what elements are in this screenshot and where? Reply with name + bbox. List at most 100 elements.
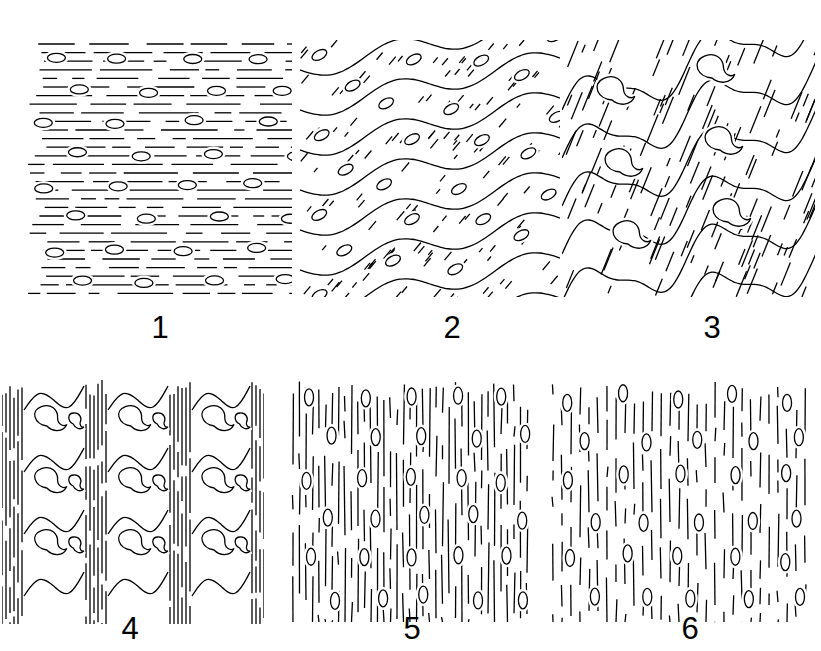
mineral-grain [642, 434, 651, 451]
cleavage-line [654, 217, 659, 230]
cleavage-line [21, 550, 22, 616]
cleavage-line [487, 431, 489, 471]
cleavage-line [102, 258, 139, 259]
cleavage-line [806, 100, 815, 121]
cleavage-line [389, 397, 391, 418]
cleavage-line [239, 112, 281, 113]
mineral-grain [379, 590, 388, 607]
cleavage-line [97, 547, 98, 622]
cleavage-line [402, 163, 409, 172]
cleavage-line [690, 162, 699, 184]
cleavage-line [444, 252, 451, 260]
cleavage-line [487, 292, 493, 297]
cleavage-line [487, 391, 488, 417]
mineral-grain [407, 388, 416, 405]
cleavage-line [173, 138, 186, 139]
cleavage-line [483, 171, 489, 178]
mineral-grain [731, 467, 740, 484]
cleavage-line [348, 155, 354, 162]
cleavage-line [181, 388, 182, 465]
fold-line [300, 53, 560, 115]
cleavage-line [338, 462, 340, 524]
cleavage-line [688, 95, 694, 111]
cleavage-line [2, 432, 3, 508]
cleavage-line [317, 615, 319, 622]
cleavage-line [299, 525, 300, 594]
cleavage-line [145, 147, 175, 148]
cleavage-line [656, 40, 664, 58]
cleavage-line [768, 527, 770, 568]
cleavage-line [654, 99, 661, 115]
cleavage-line [181, 477, 182, 501]
cleavage-line [707, 86, 715, 106]
cleavage-line [377, 52, 383, 59]
cleavage-line [17, 598, 18, 624]
cleavage-line [571, 92, 582, 119]
cleavage-line [558, 147, 560, 154]
panel-drawing [2, 380, 264, 624]
cleavage-line [151, 258, 175, 259]
cleavage-line [585, 184, 594, 207]
cleavage-line [291, 147, 292, 148]
cleavage-line [741, 621, 742, 622]
cleavage-line [30, 172, 44, 173]
cleavage-line [101, 380, 102, 445]
cleavage-line [338, 387, 340, 436]
mineral-grain [446, 262, 464, 277]
panel-drawing [28, 44, 292, 293]
cleavage-line [633, 504, 635, 515]
cleavage-line [493, 560, 495, 622]
cleavage-line [255, 530, 256, 560]
cleavage-line [45, 207, 69, 208]
cleavage-line [233, 207, 292, 208]
cleavage-line [416, 485, 417, 553]
cleavage-line [85, 515, 86, 558]
cleavage-line [185, 388, 186, 466]
cleavage-line [392, 133, 399, 141]
cleavage-line [597, 166, 600, 174]
mineral-grain [590, 588, 599, 605]
cleavage-line [234, 129, 244, 130]
cleavage-line [322, 245, 326, 250]
cleavage-line [245, 198, 292, 199]
cleavage-line [753, 235, 758, 247]
cleavage-line [615, 501, 617, 527]
cleavage-line [428, 130, 435, 138]
mineral-grain [728, 385, 737, 402]
cleavage-line [359, 71, 365, 79]
cleavage-line [266, 233, 292, 234]
cleavage-line [205, 69, 219, 70]
cleavage-line [236, 78, 283, 79]
cleavage-line [251, 509, 252, 593]
cleavage-line [499, 156, 506, 165]
cleavage-line [284, 241, 292, 242]
cleavage-line [633, 403, 635, 433]
fold-line [562, 54, 815, 158]
mineral-grain [377, 96, 395, 111]
mineral-grain [643, 588, 652, 605]
cleavage-line [759, 588, 761, 605]
cleavage-line [389, 57, 396, 65]
mineral-grain [472, 430, 481, 447]
mineral-grain [512, 227, 530, 242]
cleavage-line [567, 95, 571, 106]
cleavage-line [752, 215, 762, 239]
cleavage-line [768, 395, 769, 424]
cleavage-line [170, 69, 199, 70]
cleavage-line [186, 233, 203, 234]
cleavage-line [588, 407, 589, 424]
cleavage-line [433, 57, 438, 62]
cleavage-line [398, 56, 403, 61]
cleavage-line [105, 541, 106, 581]
cleavage-line [442, 216, 446, 221]
cleavage-line [702, 166, 711, 189]
cleavage-line [389, 499, 391, 516]
cleavage-line [487, 484, 489, 529]
cleavage-line [292, 495, 294, 509]
cleavage-line [738, 48, 745, 66]
cleavage-line [312, 576, 314, 622]
cleavage-line [351, 558, 352, 578]
cleavage-line [350, 491, 352, 530]
cleavage-line [615, 564, 616, 582]
cleavage-line [127, 198, 184, 199]
